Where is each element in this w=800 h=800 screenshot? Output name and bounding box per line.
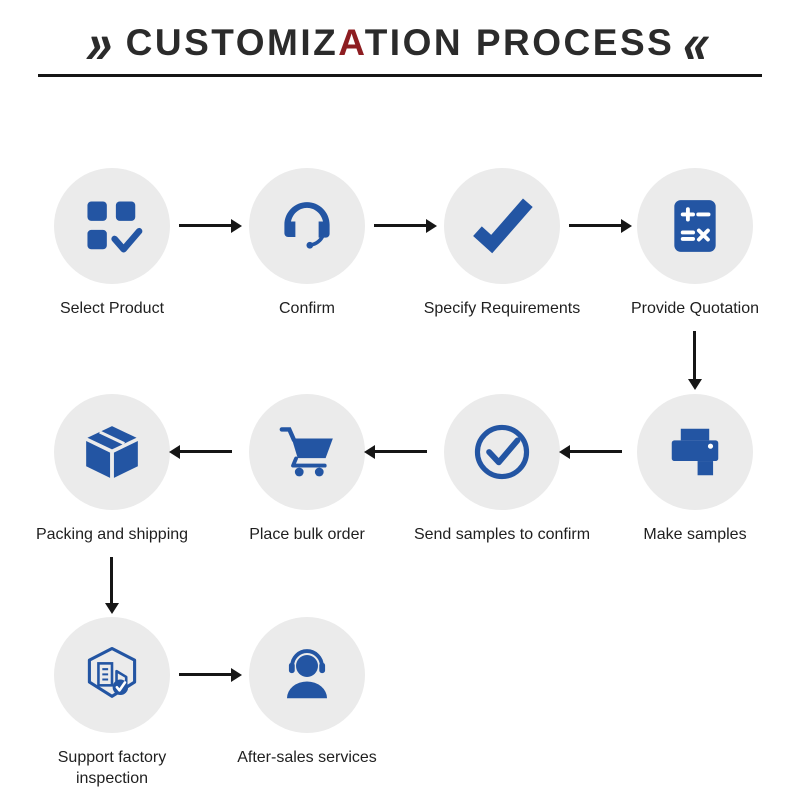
arrow-packing-to-factory-inspection [110, 557, 113, 604]
arrow-specify-requirements-to-provide-quotation [569, 224, 622, 227]
calculator-icon [674, 200, 716, 252]
page-title: »CUSTOMIZATION PROCESS« [0, 11, 800, 76]
step-specify-requirements: Specify Requirements [402, 168, 602, 320]
headset-person-icon [286, 649, 328, 699]
step-label: Confirm [278, 300, 335, 317]
arrow-factory-inspection-to-after-sales [179, 673, 232, 676]
title-underline [38, 74, 762, 77]
step-circle [637, 394, 753, 510]
title-text-before: CUSTOMIZ [125, 22, 339, 63]
cart-icon [279, 427, 333, 477]
step-label: Place bulk order [249, 526, 365, 543]
arrow-provide-quotation-to-make-samples [693, 331, 696, 380]
step-circle [54, 168, 170, 284]
step-circle [54, 394, 170, 510]
step-circle [637, 168, 753, 284]
box-icon [86, 426, 138, 478]
printer-icon [671, 428, 719, 476]
step-after-sales-services: After-sales services [207, 617, 407, 769]
arrow-place-bulk-order-to-packing [179, 450, 232, 453]
step-label: Provide Quotation [630, 300, 760, 317]
step-label: Make samples [643, 526, 747, 543]
step-place-bulk-order: Place bulk order [207, 394, 407, 546]
step-label: Packing and shipping [35, 526, 189, 543]
title-highlight-letter: A [338, 22, 365, 63]
step-label: Send samples to confirm [413, 526, 591, 543]
step-support-factory-inspection: Support factory inspection [12, 617, 212, 790]
step-select-product: Select Product [12, 168, 212, 320]
step-circle [249, 394, 365, 510]
step-circle [444, 168, 560, 284]
checkmark-icon [473, 198, 533, 254]
step-circle [54, 617, 170, 733]
factory-inspection-icon [87, 646, 137, 698]
step-label: Support factory inspection [57, 749, 167, 787]
step-confirm: Confirm [207, 168, 407, 320]
right-double-chevron-icon: « [676, 10, 720, 76]
circle-check-icon [474, 424, 530, 480]
step-label: Specify Requirements [423, 300, 581, 317]
step-circle [444, 394, 560, 510]
step-label: After-sales services [237, 749, 377, 766]
step-provide-quotation: Provide Quotation [595, 168, 795, 320]
step-send-samples-to-confirm: Send samples to confirm [402, 394, 602, 546]
step-circle [249, 168, 365, 284]
support-agent-icon [284, 202, 330, 249]
grid-check-icon [87, 201, 143, 253]
arrow-send-samples-to-place-bulk-order [374, 450, 427, 453]
arrow-make-samples-to-send-samples [569, 450, 622, 453]
arrow-confirm-to-specify-requirements [374, 224, 427, 227]
title-text-after: TION PROCESS [364, 22, 675, 63]
left-double-chevron-icon: » [80, 10, 124, 76]
arrow-select-product-to-confirm [179, 224, 232, 227]
step-packing-and-shipping: Packing and shipping [12, 394, 212, 546]
step-circle [249, 617, 365, 733]
step-label: Select Product [59, 300, 165, 317]
step-make-samples: Make samples [595, 394, 795, 546]
